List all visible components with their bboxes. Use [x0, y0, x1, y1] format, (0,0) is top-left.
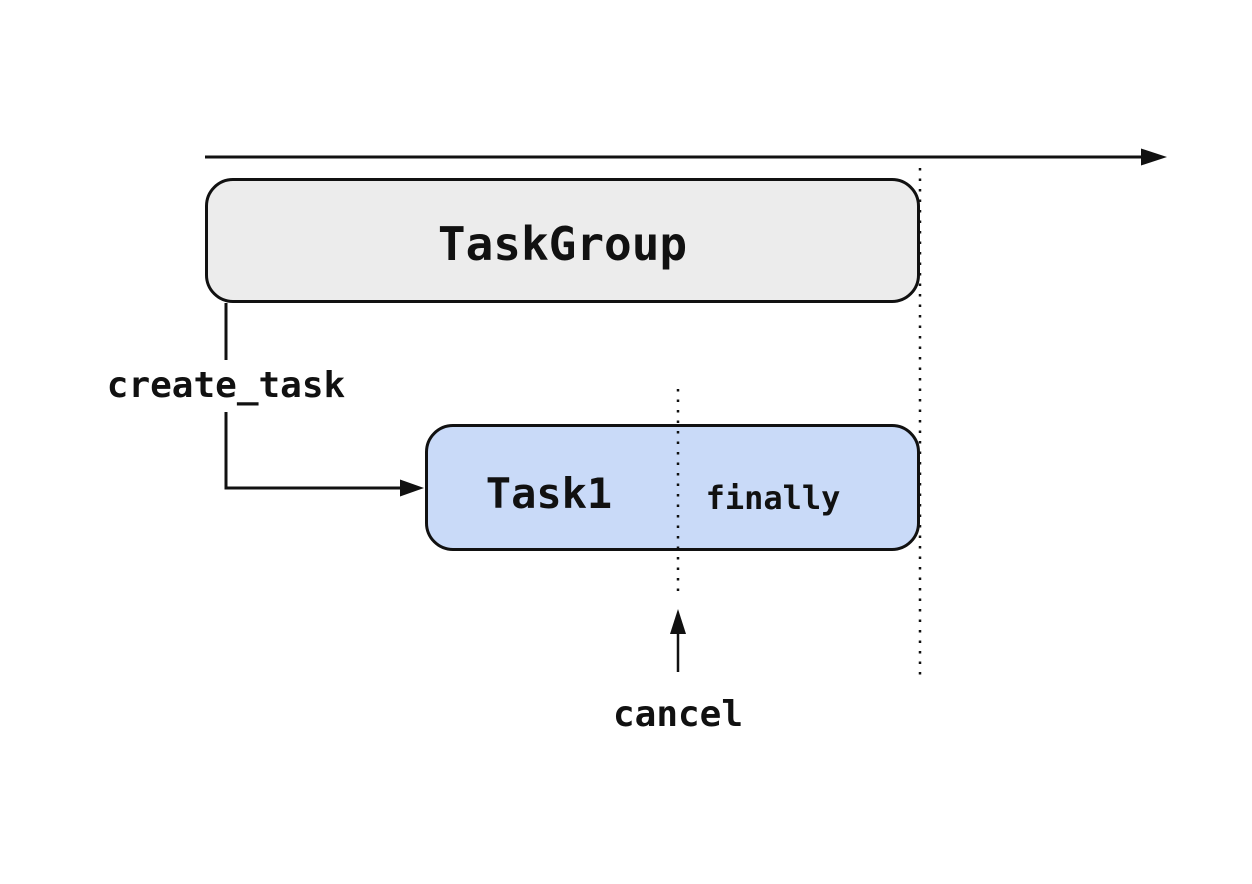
cancel-label: cancel: [612, 694, 744, 735]
create-task-arrowhead-icon: [400, 479, 424, 497]
task1-label: Task1: [485, 469, 613, 518]
cancel-arrowhead-icon: [670, 609, 686, 634]
taskgroup-label: TaskGroup: [437, 216, 688, 271]
create-task-label: create_task: [106, 360, 346, 412]
timeline-arrow: [205, 148, 1167, 166]
task1-box: Task1 finally: [425, 424, 920, 551]
taskgroup-box: TaskGroup: [205, 178, 920, 303]
timeline-arrowhead-icon: [1141, 148, 1167, 166]
finally-label: finally: [705, 479, 841, 517]
cancel-arrow: [670, 609, 686, 672]
